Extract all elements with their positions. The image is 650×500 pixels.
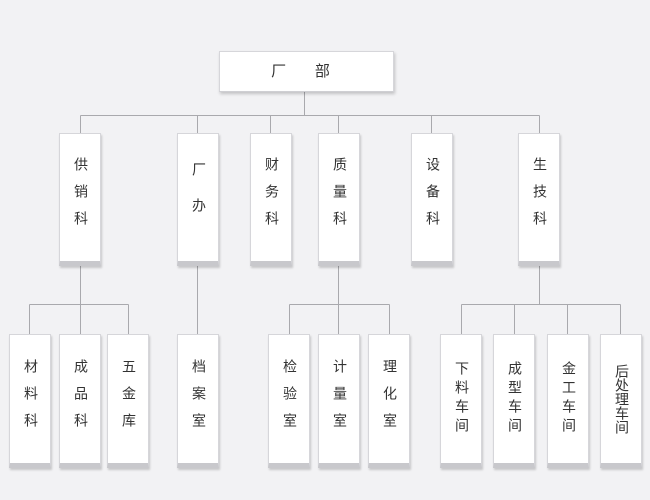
node-zhiliang: 质量科 xyxy=(318,133,360,266)
node-jianyanshi: 检验室 xyxy=(268,334,310,468)
node-changban-label: 厂办 xyxy=(190,161,206,234)
node-jingong: 金工车间 xyxy=(547,334,589,468)
node-jingong-label: 金工车间 xyxy=(560,361,576,437)
node-jianyanshi-label: 检验室 xyxy=(281,358,297,440)
node-jiliangshi-label: 计量室 xyxy=(331,358,347,440)
node-houchuli-label: 后处理车间 xyxy=(613,364,629,434)
node-lihuashi-label: 理化室 xyxy=(381,358,397,440)
node-danganshi: 档案室 xyxy=(177,334,219,468)
node-root-label: 厂 部 xyxy=(271,62,342,80)
node-xialiao: 下料车间 xyxy=(440,334,482,468)
node-gongxiao: 供销科 xyxy=(59,133,101,266)
node-chengxing: 成型车间 xyxy=(493,334,535,468)
node-chengxing-label: 成型车间 xyxy=(506,361,522,437)
node-caiwu-label: 财务科 xyxy=(263,157,279,238)
node-lihuashi: 理化室 xyxy=(368,334,410,468)
node-zhiliang-label: 质量科 xyxy=(331,157,347,238)
node-changban: 厂办 xyxy=(177,133,219,266)
node-chengpinku: 成品科 xyxy=(59,334,101,468)
node-root: 厂 部 xyxy=(219,51,394,92)
node-jiliangshi: 计量室 xyxy=(318,334,360,468)
node-gongxiao-label: 供销科 xyxy=(72,157,88,238)
node-danganshi-label: 档案室 xyxy=(190,358,206,440)
node-shengji: 生技科 xyxy=(518,133,560,266)
node-xialiao-label: 下料车间 xyxy=(453,361,469,437)
node-shengji-label: 生技科 xyxy=(531,157,547,238)
node-cailiaoku-label: 材料科 xyxy=(22,358,38,440)
node-wujinku-label: 五金库 xyxy=(120,358,136,440)
node-houchuli: 后处理车间 xyxy=(600,334,642,468)
node-shebei: 设备科 xyxy=(411,133,453,266)
node-caiwu: 财务科 xyxy=(250,133,292,266)
node-wujinku: 五金库 xyxy=(107,334,149,468)
node-chengpinku-label: 成品科 xyxy=(72,358,88,440)
node-shebei-label: 设备科 xyxy=(424,157,440,238)
node-cailiaoku: 材料科 xyxy=(9,334,51,468)
